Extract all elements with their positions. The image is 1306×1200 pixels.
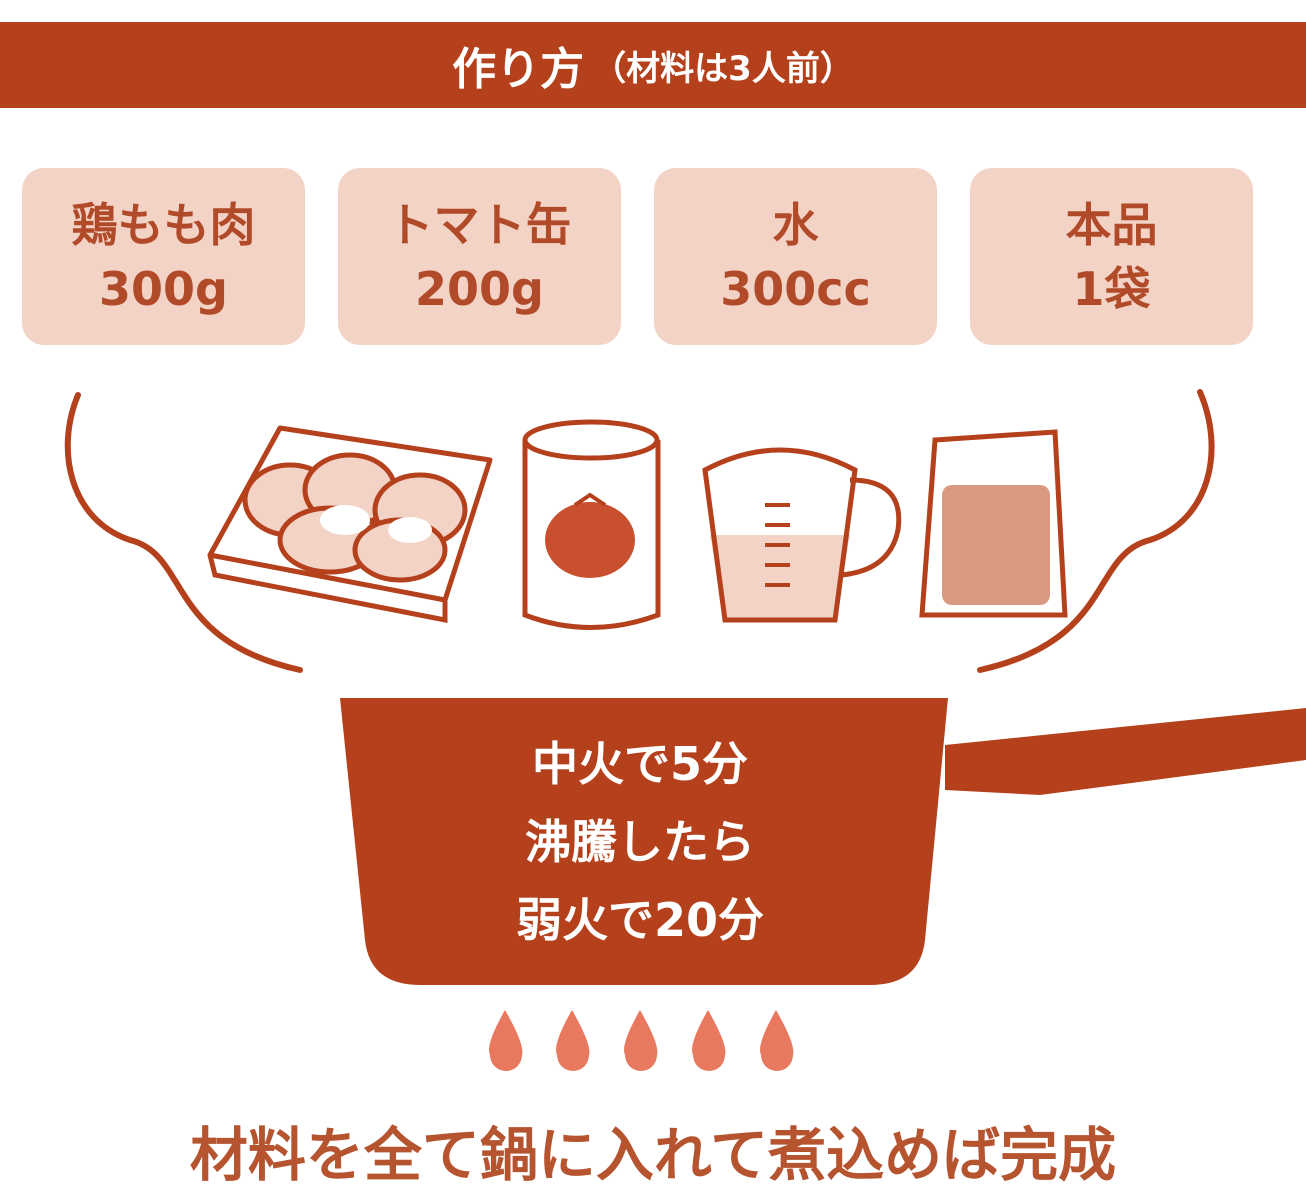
flame-icon	[624, 1010, 658, 1071]
header-title: 作り方	[452, 44, 585, 95]
ingredient-name: 本品	[1065, 197, 1158, 252]
ingredient-name: 水	[772, 197, 819, 252]
step: 弱火で20分	[515, 893, 764, 947]
pot-handle-icon	[945, 708, 1306, 795]
header-subtitle: （材料は3人前）	[592, 48, 854, 89]
flame-icon	[692, 1010, 726, 1071]
product-bag-icon	[919, 429, 1068, 618]
flame-icons	[489, 1010, 794, 1071]
completion-text: 材料を全て鍋に入れて煮込めば完成	[189, 1121, 1117, 1189]
ingredient-name: 鶏もも肉	[71, 197, 256, 252]
ingredient-card-water: 水 300cc	[654, 168, 937, 345]
ingredient-card-product: 本品 1袋	[970, 168, 1253, 345]
right-bracket-icon	[977, 389, 1215, 673]
cooking-steps: 中火で5分 沸騰したら 弱火で20分	[440, 725, 840, 959]
ingredient-amount: 300cc	[720, 261, 871, 316]
left-bracket-icon	[64, 392, 303, 673]
ingredient-card-chicken: 鶏もも肉 300g	[22, 168, 305, 345]
pot-icon	[340, 698, 1306, 985]
section-header: 作り方 （材料は3人前）	[0, 22, 1306, 108]
ingredient-amount: 200g	[415, 261, 544, 316]
step: 中火で5分	[531, 737, 748, 791]
ingredient-card-tomato: トマト缶 200g	[338, 168, 621, 345]
ingredient-amount: 300g	[99, 261, 228, 316]
step: 沸騰したら	[525, 815, 755, 869]
flame-icon	[556, 1010, 590, 1071]
flame-icon	[489, 1010, 523, 1071]
measuring-cup-icon	[702, 447, 902, 623]
tomato-can-icon	[522, 419, 661, 630]
chicken-tray-icon	[207, 425, 493, 624]
ingredient-name: トマト缶	[387, 197, 572, 252]
flame-icon	[760, 1010, 794, 1071]
ingredient-amount: 1袋	[1072, 261, 1151, 316]
